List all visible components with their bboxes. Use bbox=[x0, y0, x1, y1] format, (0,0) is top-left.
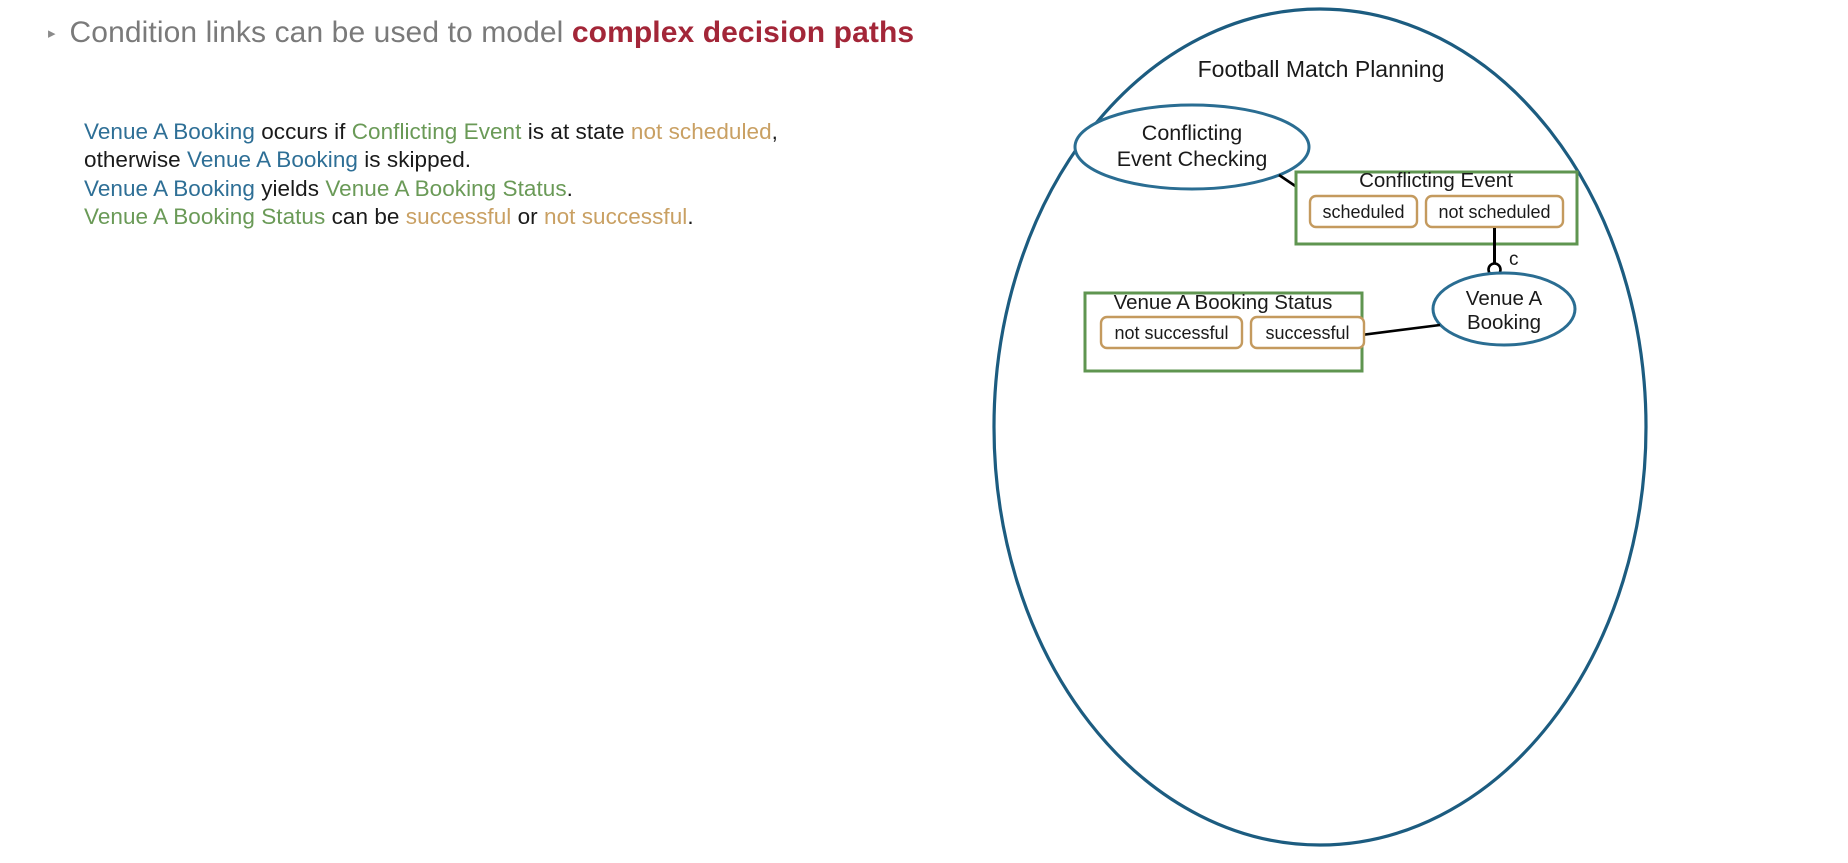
heading-accent: complex decision paths bbox=[571, 16, 915, 49]
state-chip-scheduled-label: scheduled bbox=[1322, 202, 1404, 222]
statement-segment: Venue A Booking bbox=[84, 175, 255, 201]
link-condition-label: c bbox=[1509, 249, 1519, 270]
statement-segment: not scheduled bbox=[630, 119, 772, 144]
node-conflicting-event-checking[interactable] bbox=[1073, 103, 1311, 191]
statement-segment: is skipped. bbox=[357, 147, 472, 173]
state-chip-not-scheduled-label: not scheduled bbox=[1438, 202, 1550, 222]
state-chip-scheduled[interactable] bbox=[1308, 194, 1419, 229]
statement-segment: is at state bbox=[521, 119, 631, 144]
state-chip-successful-label: successful bbox=[1265, 323, 1349, 343]
statement-segment: otherwise bbox=[84, 147, 188, 173]
statement-segment: successful bbox=[405, 203, 512, 229]
statement-segment: or bbox=[511, 203, 545, 229]
node-venue-a-booking-label-1: Venue A bbox=[1466, 287, 1543, 310]
state-chip-not-successful[interactable] bbox=[1099, 315, 1244, 350]
state-chip-not-successful-label: not successful bbox=[1114, 323, 1228, 343]
statement-line: Venue A Booking Status can be successful… bbox=[84, 203, 984, 231]
statement-segment: can be bbox=[325, 203, 406, 229]
node-venue-a-booking[interactable] bbox=[1431, 271, 1577, 347]
state-chip-not-scheduled[interactable] bbox=[1424, 194, 1565, 229]
statement-segment: . bbox=[687, 203, 694, 229]
model-diagram: Football Match Planning Conflicting Even… bbox=[880, 0, 1848, 863]
statement-segment: Conflicting Event bbox=[351, 119, 522, 144]
slide-heading: ▸ Condition links can be used to model c… bbox=[48, 16, 1048, 50]
node-conflicting-event-checking-label-2: Event Checking bbox=[1117, 147, 1268, 171]
node-venue-a-booking-status-title: Venue A Booking Status bbox=[1114, 291, 1333, 314]
state-chip-successful[interactable] bbox=[1249, 315, 1366, 350]
statement-line: Venue A Booking occurs if Conflicting Ev… bbox=[84, 118, 984, 146]
statement-segment: Venue A Booking bbox=[84, 119, 255, 144]
statement-segment: . bbox=[566, 175, 573, 201]
statement-block: Venue A Booking occurs if Conflicting Ev… bbox=[84, 118, 984, 231]
context-boundary-ellipse bbox=[992, 7, 1648, 847]
statement-segment: Venue A Booking bbox=[187, 147, 358, 173]
statement-segment: not successful bbox=[544, 203, 688, 229]
node-conflicting-event-checking-label-1: Conflicting bbox=[1142, 121, 1242, 145]
statement-segment: Venue A Booking Status bbox=[84, 203, 326, 229]
context-title: Football Match Planning bbox=[1198, 56, 1445, 82]
statement-line: otherwise Venue A Booking is skipped. bbox=[84, 146, 984, 174]
statement-segment: occurs if bbox=[254, 119, 352, 144]
bullet-marker-icon: ▸ bbox=[48, 25, 56, 42]
statement-segment: Venue A Booking Status bbox=[325, 175, 567, 201]
node-conflicting-event-title: Conflicting Event bbox=[1359, 169, 1513, 192]
statement-segment: , bbox=[771, 119, 778, 144]
page-title: Condition links can be used to model com… bbox=[70, 16, 915, 50]
statement-segment: yields bbox=[254, 175, 326, 201]
node-venue-a-booking-label-2: Booking bbox=[1467, 311, 1541, 334]
statement-line: Venue A Booking yields Venue A Booking S… bbox=[84, 175, 984, 203]
heading-plain: Condition links can be used to model bbox=[69, 16, 572, 49]
